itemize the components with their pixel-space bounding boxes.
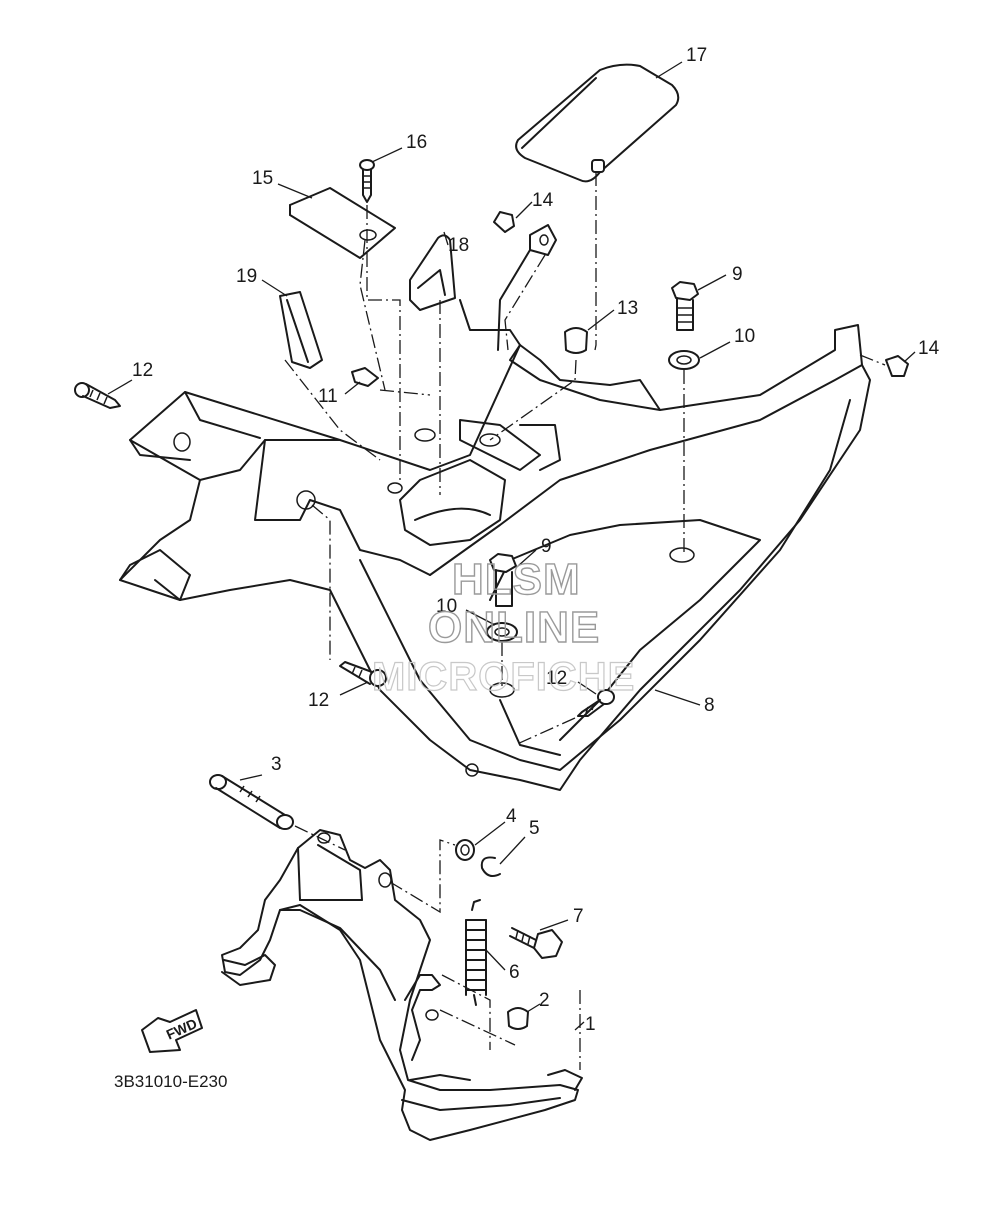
- callout-15: 15: [252, 168, 273, 189]
- callout-8: 8: [704, 695, 715, 716]
- screw-12-right: [577, 689, 615, 717]
- screw-12-mid: [339, 661, 387, 687]
- callout-14: 14: [918, 338, 940, 359]
- bolt-9-lower: [489, 553, 517, 607]
- main-stand-1: [221, 829, 583, 1141]
- reference-lines: [284, 172, 886, 1070]
- nut-11: [351, 367, 379, 387]
- watermark-line2: ONLINE: [428, 603, 600, 652]
- callout-1: 1: [585, 1014, 596, 1035]
- callout-14: 14: [532, 190, 554, 211]
- nut-14-upper: [493, 211, 515, 233]
- footrest-panel: [119, 299, 871, 791]
- pad-17: [515, 63, 680, 183]
- diagram-code: 3B31010-E230: [114, 1072, 227, 1091]
- callout-9: 9: [541, 536, 552, 557]
- watermark-line3: MICROFICHE: [372, 655, 635, 699]
- screw-16: [359, 159, 375, 203]
- bolt-9-upper: [671, 281, 699, 331]
- tab-bracket: [497, 224, 557, 351]
- leader-lines: [107, 61, 916, 1031]
- callout-17: 17: [686, 45, 707, 66]
- callout-4: 4: [506, 806, 517, 827]
- callout-18: 18: [448, 235, 469, 256]
- nut-14-right: [885, 355, 909, 377]
- callout-12: 12: [546, 668, 567, 689]
- washer-10-upper: [668, 350, 700, 370]
- callout-7: 7: [573, 906, 584, 927]
- fwd-arrow-icon: FWD: [141, 1009, 203, 1053]
- callout-9: 9: [732, 264, 743, 285]
- callout-labels: 17 16 15 14 18 19 9 13 10 14 12 11 9 10 …: [132, 45, 940, 1035]
- callout-19: 19: [236, 266, 257, 287]
- panel-19: [279, 291, 323, 369]
- grommet-13: [564, 327, 588, 354]
- pivot-bolt-3: [209, 774, 294, 830]
- spring-6: [465, 899, 487, 1006]
- callout-12: 12: [132, 360, 153, 381]
- callout-13: 13: [617, 298, 638, 319]
- bracket-18: [409, 234, 456, 311]
- callout-16: 16: [406, 132, 427, 153]
- washer-10-lower: [486, 622, 518, 642]
- callout-3: 3: [271, 754, 282, 775]
- watermark-line1: HLSM: [452, 555, 581, 604]
- callout-11: 11: [318, 386, 338, 407]
- callout-6: 6: [509, 962, 520, 983]
- clip-5: [480, 856, 501, 877]
- screw-12-left: [74, 382, 121, 409]
- callout-2: 2: [539, 990, 550, 1011]
- cover-15: [289, 187, 396, 259]
- stopper-2: [507, 1007, 529, 1030]
- watermark: HLSM ONLINE MICROFICHE: [371, 554, 635, 699]
- callout-5: 5: [529, 818, 540, 839]
- callout-12: 12: [308, 690, 329, 711]
- callout-10: 10: [436, 596, 457, 617]
- bolt-7: [509, 927, 563, 959]
- callout-10: 10: [734, 326, 755, 347]
- washer-4: [455, 839, 475, 861]
